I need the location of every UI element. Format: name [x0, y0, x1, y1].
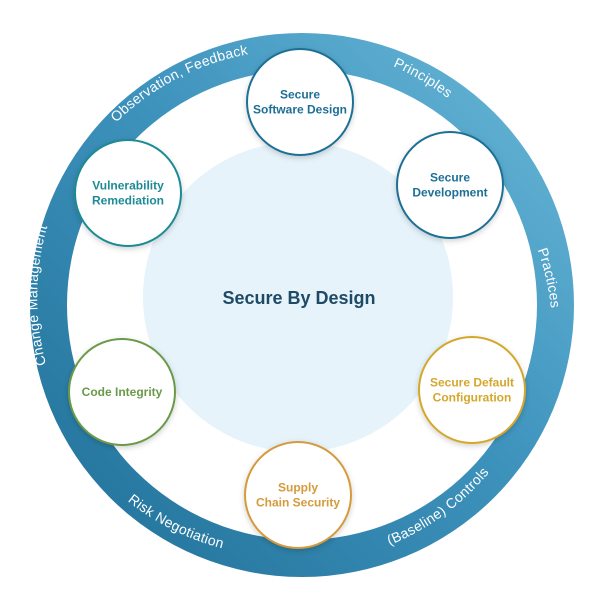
node-circle-code-integrity: [68, 338, 176, 446]
node-circle-vuln-remediation: [74, 139, 182, 247]
node-label-supply-chain-line-0: Supply: [278, 481, 318, 495]
node-label-supply-chain-line-1: Chain Security: [256, 496, 340, 510]
node-label-development-line-1: Development: [412, 186, 487, 200]
node-label-vuln-remediation-line-1: Remediation: [92, 194, 164, 208]
center-title: Secure By Design: [222, 288, 375, 308]
node-code-integrity: Code Integrity: [68, 338, 176, 446]
node-circle-software-design: [246, 48, 354, 156]
node-label-code-integrity-line-0: Code Integrity: [82, 385, 163, 399]
node-label-default-config-line-1: Configuration: [433, 391, 512, 405]
node-circle-development: [396, 131, 504, 239]
node-label-development-line-0: Secure: [430, 171, 470, 185]
node-label-software-design-line-0: Secure: [280, 88, 320, 102]
node-label-software-design-line-1: Software Design: [253, 103, 347, 117]
node-label-default-config-line-0: Secure Default: [430, 376, 514, 390]
center-disk: [143, 142, 453, 452]
node-circle-supply-chain: [244, 441, 352, 549]
node-circle-default-config: [418, 336, 526, 444]
node-label-vuln-remediation-line-0: Vulnerability: [92, 179, 164, 193]
